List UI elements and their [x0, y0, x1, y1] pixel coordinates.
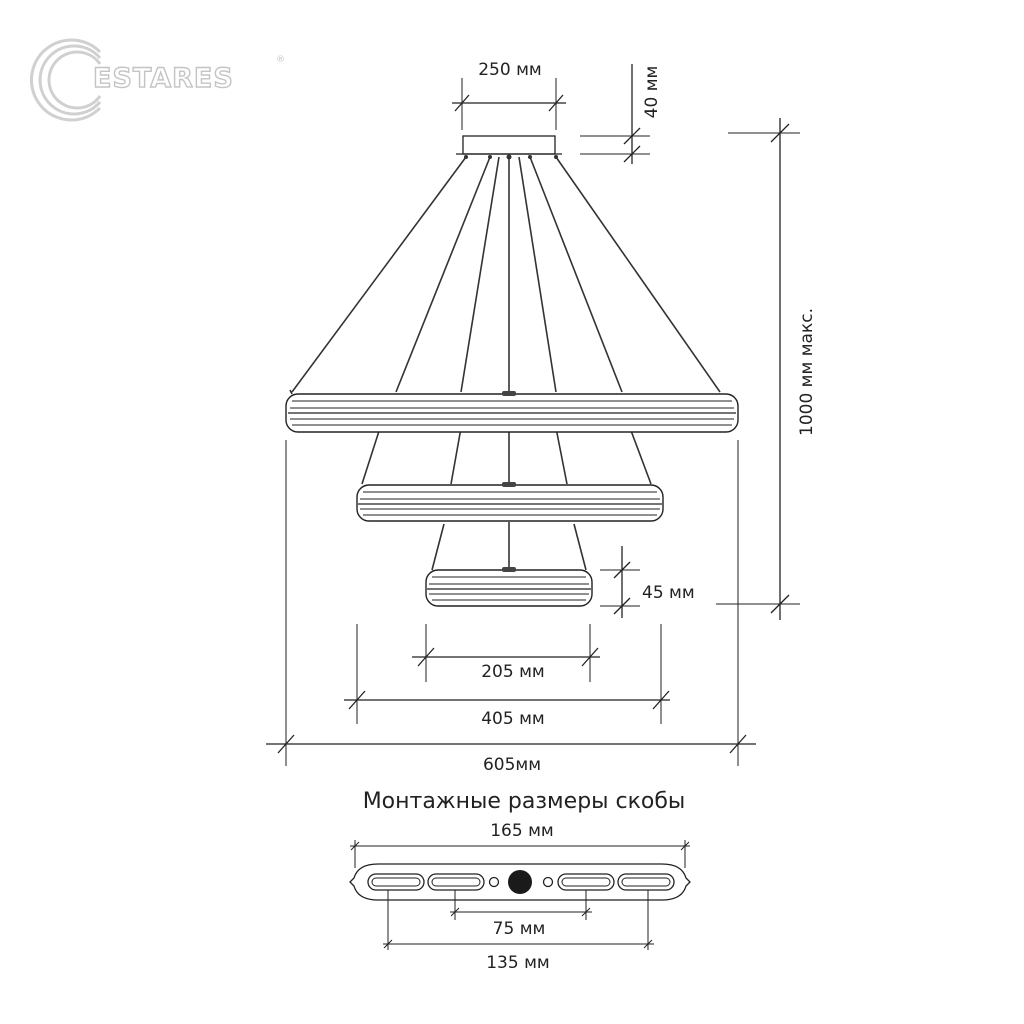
- estares-logo: ESTARES ®: [29, 38, 285, 122]
- max-height-label: 1000 мм макс.: [797, 308, 817, 436]
- bracket-title: Монтажные размеры скобы: [363, 789, 686, 814]
- large-ring-width-dimension: 605мм: [266, 440, 756, 775]
- max-height-dimension: 1000 мм макс.: [716, 118, 817, 620]
- large-ring: [285, 391, 739, 433]
- large-ring-width-label: 605мм: [483, 755, 541, 775]
- canopy-height-dimension: 40 мм: [580, 64, 662, 164]
- bracket-total-dimension: 165 мм: [350, 821, 690, 868]
- canopy-height-label: 40 мм: [642, 66, 662, 119]
- small-ring-width-label: 205 мм: [481, 662, 545, 682]
- bracket-inner-dimension: 75 мм: [450, 890, 592, 939]
- canopy-width-dimension: 250 мм: [452, 60, 566, 130]
- registered-mark: ®: [276, 55, 285, 65]
- ring-height-label: 45 мм: [642, 583, 695, 603]
- mounting-bracket: [349, 863, 691, 901]
- canopy: [456, 135, 562, 155]
- ring-height-dimension: 45 мм: [600, 546, 695, 618]
- medium-ring-width-label: 405 мм: [481, 709, 545, 729]
- bracket-inner-label: 75 мм: [493, 919, 546, 939]
- suspension-cables: [289, 154, 721, 571]
- medium-ring-width-dimension: 405 мм: [344, 624, 670, 729]
- bracket-outer-label: 135 мм: [486, 953, 550, 973]
- medium-ring: [356, 482, 664, 522]
- small-ring: [425, 567, 593, 607]
- canopy-width-label: 250 мм: [478, 60, 542, 80]
- bracket-total-label: 165 мм: [490, 821, 554, 841]
- logo-text: ESTARES: [93, 63, 234, 94]
- bracket-outer-dimension: 135 мм: [383, 890, 654, 973]
- small-ring-width-dimension: 205 мм: [412, 624, 600, 682]
